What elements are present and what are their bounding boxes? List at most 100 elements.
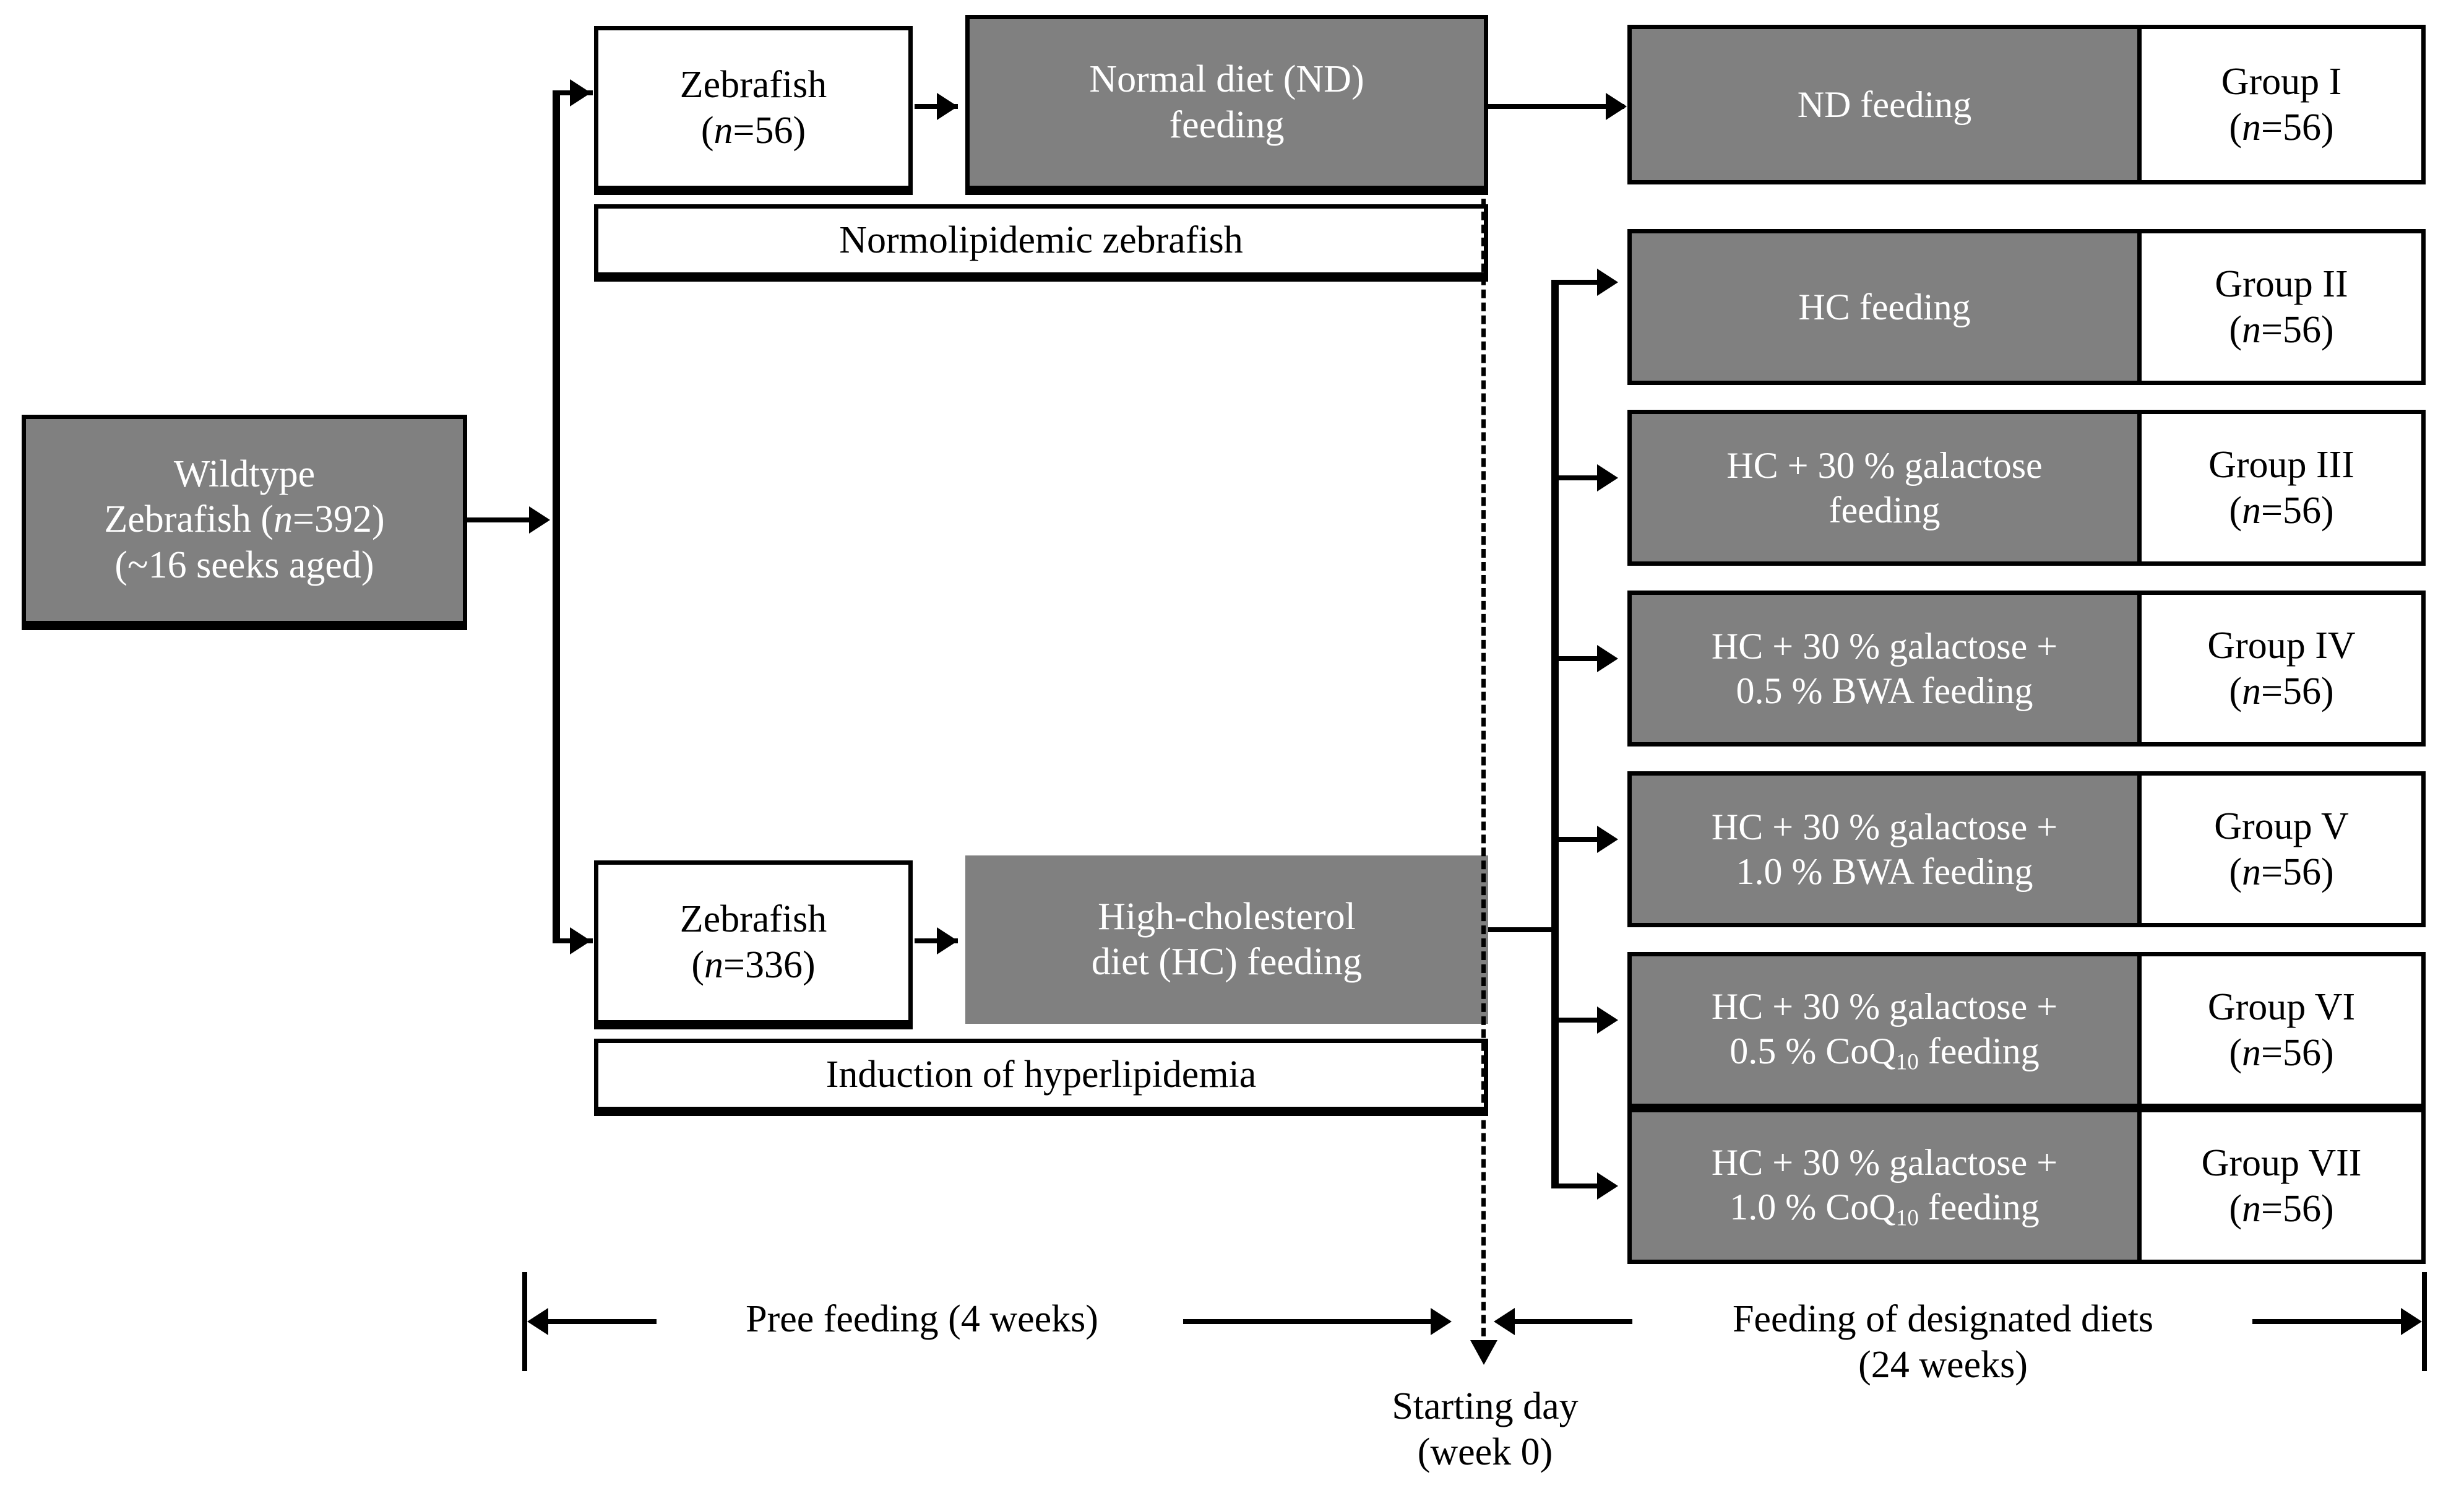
connector-hc-zebrafish-to-diet <box>915 938 958 943</box>
group-2-diet-line-1: HC feeding <box>1798 287 1971 327</box>
group-3-diet-text: HC + 30 % galactose feeding <box>1726 443 2042 532</box>
group-6-label-text: Group VI (n=56) <box>2208 984 2355 1076</box>
group-4-n-close: =56) <box>2261 670 2334 712</box>
connector-source-to-trunk <box>467 517 529 522</box>
group-7-diet-line-1: HC + 30 % galactose + <box>1711 1141 2058 1183</box>
timeline-right-arrowhead-left <box>1494 1308 1515 1335</box>
arrowhead-to-group6 <box>1597 1006 1618 1034</box>
arrowhead-to-group4 <box>1597 645 1618 672</box>
group-1-n-open: ( <box>2229 106 2242 149</box>
group-1-diet-line-1: ND feeding <box>1797 84 1972 125</box>
group-2-label-cell: Group II (n=56) <box>2142 233 2421 381</box>
group-6-n-close: =56) <box>2261 1032 2334 1074</box>
starting-day-line-2: (week 0) <box>1417 1431 1553 1474</box>
group-row-6: HC + 30 % galactose + 0.5 % CoQ10 feedin… <box>1627 952 2426 1108</box>
connector-fanout-group6 <box>1551 1018 1607 1023</box>
starting-day-dashed-line <box>1481 186 1486 1349</box>
group-7-diet-line-2-post: feeding <box>1918 1186 2040 1227</box>
group-6-n-italic: n <box>2242 1032 2261 1074</box>
connector-hc-diet-to-fanout <box>1488 927 1556 932</box>
timeline-left-segment-a <box>548 1319 657 1324</box>
hc-diet-line-2: diet (HC) feeding <box>1091 941 1363 983</box>
hc-zebrafish-n-italic: n <box>704 943 724 986</box>
group-7-diet-text: HC + 30 % galactose + 1.0 % CoQ10 feedin… <box>1712 1140 2057 1232</box>
hc-diet-line-1: High-cholesterol <box>1098 895 1356 938</box>
group-3-n-italic: n <box>2242 490 2262 532</box>
arrowhead-to-group3 <box>1597 464 1618 491</box>
group-4-diet-text: HC + 30 % galactose + 0.5 % BWA feeding <box>1712 624 2057 713</box>
group-row-1: ND feeding Group I (n=56) <box>1627 25 2426 184</box>
arrowhead-starting-day-marker <box>1470 1340 1497 1365</box>
group-3-n-open: ( <box>2229 490 2242 532</box>
group-4-diet-line-1: HC + 30 % galactose + <box>1711 626 2058 667</box>
group-4-label-text: Group IV (n=56) <box>2207 623 2355 715</box>
source-line-2-italic-n: n <box>274 498 293 541</box>
group-2-name: Group II <box>2215 262 2348 305</box>
normal-branch-zebrafish-box: Zebrafish (n=56) <box>594 26 913 190</box>
group-5-label-text: Group V (n=56) <box>2214 803 2349 896</box>
timeline-left-arrowhead-right <box>1431 1308 1452 1335</box>
group-3-label-text: Group III (n=56) <box>2208 442 2354 534</box>
group-1-label-text: Group I (n=56) <box>2221 59 2342 151</box>
group-1-n-italic: n <box>2242 106 2261 149</box>
connector-fanout-group4 <box>1551 656 1607 661</box>
group-6-diet-line-2-post: feeding <box>1918 1030 2040 1071</box>
connector-fanout-group2 <box>1551 280 1607 285</box>
connector-fanout-group3 <box>1551 475 1607 480</box>
group-5-n-close: =56) <box>2261 851 2334 893</box>
group-7-label-cell: Group VII (n=56) <box>2142 1112 2421 1260</box>
arrowhead-to-group1 <box>1606 93 1627 120</box>
group-3-n-close: =56) <box>2261 490 2334 532</box>
group-row-5: HC + 30 % galactose + 1.0 % BWA feeding … <box>1627 771 2426 927</box>
group-4-diet-cell: HC + 30 % galactose + 0.5 % BWA feeding <box>1632 595 2142 742</box>
normal-diet-line-2: feeding <box>1169 103 1285 146</box>
normal-zebrafish-n-close: =56) <box>733 109 806 152</box>
group-row-7: HC + 30 % galactose + 1.0 % CoQ10 feedin… <box>1627 1108 2426 1264</box>
connector-normal-diet-to-group1 <box>1488 104 1624 109</box>
source-line-1: Wildtype <box>173 453 316 496</box>
group-3-diet-line-1: HC + 30 % galactose <box>1726 445 2043 486</box>
arrowhead-hc-zebrafish-to-diet <box>937 927 958 954</box>
connector-fanout-trunk <box>1551 280 1559 1188</box>
arrowhead-to-normal-zebrafish <box>570 79 591 106</box>
group-3-diet-cell: HC + 30 % galactose feeding <box>1632 414 2142 561</box>
timeline-right-arrowhead-right <box>2401 1308 2422 1335</box>
timeline-right-label-line-1: Feeding of designated diets <box>1732 1298 2154 1340</box>
hc-zebrafish-n-open: ( <box>691 943 705 986</box>
group-6-diet-line-2-pre: 0.5 % CoQ <box>1730 1030 1896 1071</box>
starting-day-label: Starting day (week 0) <box>1234 1383 1736 1476</box>
timeline-left-tick <box>522 1272 527 1371</box>
group-2-diet-text: HC feeding <box>1798 285 1970 329</box>
timeline-right-segment-b <box>2252 1319 2401 1324</box>
connector-normal-zebrafish-to-diet <box>915 104 958 109</box>
group-5-label-cell: Group V (n=56) <box>2142 776 2421 923</box>
group-4-n-italic: n <box>2242 670 2262 712</box>
group-1-name: Group I <box>2221 60 2342 103</box>
group-7-diet-cell: HC + 30 % galactose + 1.0 % CoQ10 feedin… <box>1632 1112 2142 1260</box>
group-2-n-open: ( <box>2229 309 2242 351</box>
timeline-left-label: Pree feeding (4 weeks) <box>746 1298 1098 1340</box>
group-5-diet-cell: HC + 30 % galactose + 1.0 % BWA feeding <box>1632 776 2142 923</box>
normal-diet-line-1: Normal diet (ND) <box>1089 58 1364 101</box>
hc-zebrafish-text: Zebrafish (n=336) <box>671 897 836 987</box>
source-line-3: (~16 seeks aged) <box>114 543 374 586</box>
group-6-diet-text: HC + 30 % galactose + 0.5 % CoQ10 feedin… <box>1712 984 2057 1076</box>
arrowhead-to-hc-zebrafish <box>570 927 591 954</box>
connector-fanout-group5 <box>1551 837 1607 842</box>
hyperlipidemia-caption-text: Induction of hyperlipidemia <box>825 1053 1257 1096</box>
group-7-n-italic: n <box>2242 1188 2262 1230</box>
group-4-n-open: ( <box>2229 670 2242 712</box>
group-4-diet-line-2: 0.5 % BWA feeding <box>1736 670 2033 711</box>
group-3-label-cell: Group III (n=56) <box>2142 414 2421 561</box>
group-4-label-cell: Group IV (n=56) <box>2142 595 2421 742</box>
group-6-label-cell: Group VI (n=56) <box>2142 956 2421 1104</box>
group-row-3: HC + 30 % galactose feeding Group III (n… <box>1627 410 2426 566</box>
group-1-n-close: =56) <box>2261 106 2334 149</box>
group-5-n-open: ( <box>2229 851 2242 893</box>
normal-zebrafish-n-italic: n <box>713 109 733 152</box>
connector-main-trunk <box>553 90 560 943</box>
group-3-diet-line-2: feeding <box>1829 490 1941 530</box>
group-6-coq10-subscript: 10 <box>1895 1049 1919 1075</box>
group-2-n-italic: n <box>2242 309 2262 351</box>
timeline-right-label-line-2: (24 weeks) <box>1858 1344 2028 1387</box>
